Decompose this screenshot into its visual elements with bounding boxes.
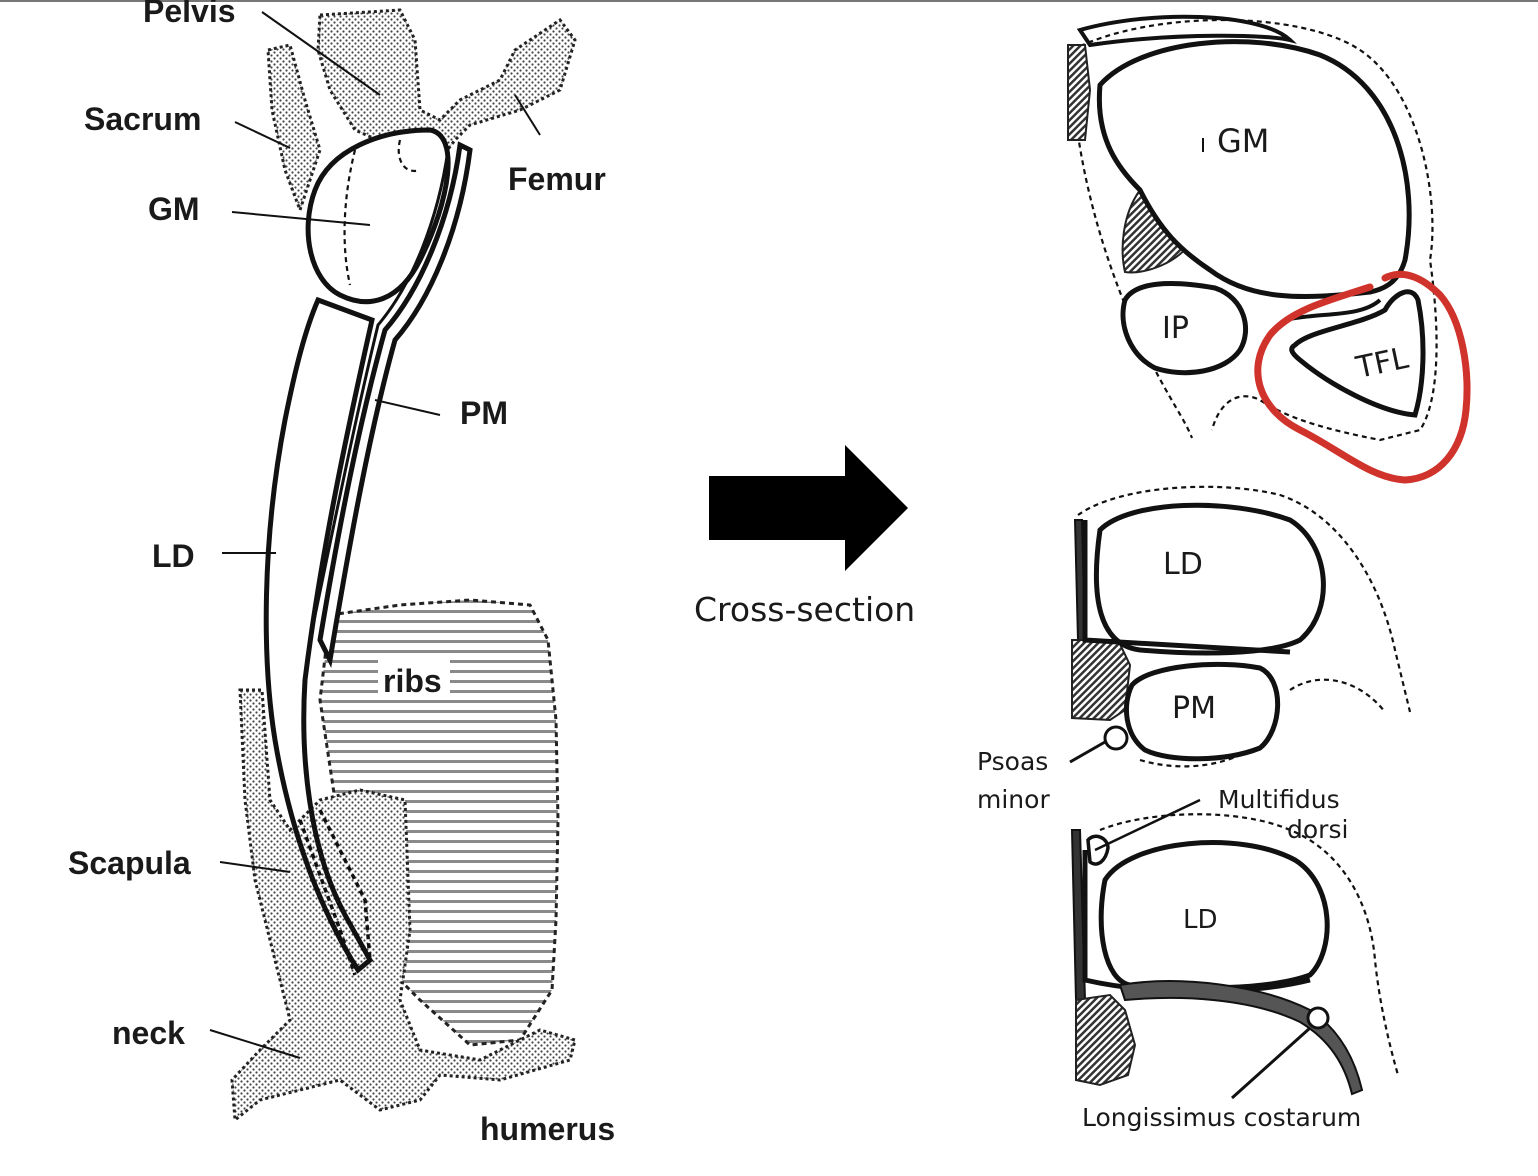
gm-leader [231, 211, 371, 226]
cross-section-top: GM IP TFL [1067, 14, 1471, 484]
label-humerus: humerus [480, 1111, 615, 1147]
top-gm-muscle [1096, 39, 1412, 300]
middle-ld-muscle [1093, 502, 1326, 656]
psoas-minor-circle [1103, 725, 1129, 751]
middle-skin-dashed [1077, 485, 1412, 713]
label-multifidus-2: dorsi [1287, 815, 1348, 844]
bottom-ld-muscle [1098, 840, 1330, 991]
middle-fascia-line [1082, 520, 1291, 655]
cross-section-bottom: Multifidus dorsi LD Longissimus costarum [1070, 785, 1400, 1132]
sacrum-leader [234, 121, 291, 149]
label-femur: Femur [508, 161, 606, 197]
top-spine-hatched [1067, 44, 1092, 141]
longissimus-circle [1306, 1006, 1330, 1030]
label-ld-bottom: LD [1183, 905, 1218, 935]
bottom-bone-hatched [1075, 993, 1137, 1087]
left-body-figure: Pelvis Sacrum GM Femur PM LD ribs Scapul… [68, 0, 615, 1147]
bottom-skin-dashed [1099, 813, 1400, 1076]
multifidus-leader [1094, 798, 1201, 852]
label-ld-middle: LD [1163, 547, 1203, 582]
gm-inner-dashed [343, 149, 357, 286]
arrow-caption: Cross-section [694, 590, 915, 629]
label-psoas-1: Psoas [977, 747, 1048, 776]
psoas-leader [1069, 740, 1106, 764]
middle-bone-hatched [1071, 639, 1132, 722]
label-gm-top: GM [1217, 122, 1269, 160]
label-gm-left: GM [148, 191, 200, 227]
label-pm-left: PM [460, 395, 508, 431]
label-ip: IP [1162, 311, 1189, 346]
label-scapula: Scapula [68, 845, 191, 881]
ribs-label-bg [378, 660, 450, 698]
femur-leader [514, 94, 541, 136]
pm-inner-line [310, 149, 450, 631]
pm-leader [374, 399, 441, 416]
top-ip-muscle [1120, 281, 1249, 376]
ld-muscle [263, 296, 375, 974]
neck-leader [209, 1029, 301, 1059]
middle-pm-muscle [1123, 661, 1281, 762]
pelvis-leader [261, 11, 381, 96]
label-pm-middle: PM [1172, 691, 1216, 726]
label-ld-left: LD [152, 538, 195, 574]
label-sacrum: Sacrum [84, 101, 201, 137]
top-tfl-muscle [1289, 289, 1426, 418]
gm-inner-dashed-2 [397, 139, 421, 173]
longissimus-band [1118, 980, 1364, 1096]
top-upper-strip [1076, 14, 1292, 48]
pelvis-bone [316, 8, 577, 162]
tfl-highlight-circle [1254, 270, 1471, 484]
cross-section-arrow: Cross-section [694, 445, 915, 629]
middle-skin-dashed-3 [1139, 739, 1266, 768]
label-neck: neck [112, 1015, 185, 1051]
multifidus-muscle [1086, 834, 1110, 866]
label-psoas-2: minor [977, 785, 1050, 814]
scapula-leader [219, 861, 291, 873]
pm-muscle [317, 141, 473, 668]
longissimus-leader [1230, 1026, 1312, 1100]
cross-section-middle: LD PM Psoas minor [977, 485, 1412, 814]
label-longissimus: Longissimus costarum [1082, 1103, 1361, 1132]
label-ribs: ribs [383, 663, 442, 699]
label-multifidus-1: Multifidus [1218, 785, 1340, 814]
arrow-icon [709, 445, 908, 571]
gm-muscle [305, 127, 451, 305]
sacrum-bone [266, 43, 322, 215]
middle-skin-dashed-2 [1289, 678, 1386, 713]
ld-dashed-tail [298, 809, 372, 976]
scapula-neck-bone [230, 688, 577, 1123]
label-pelvis: Pelvis [143, 0, 236, 29]
